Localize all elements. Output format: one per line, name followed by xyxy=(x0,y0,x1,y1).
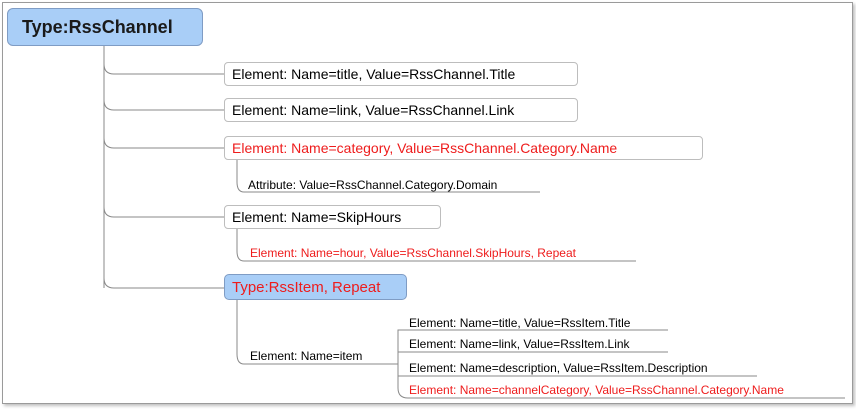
connector-attribute xyxy=(236,160,540,193)
element-title-node: Element: Name=title, Value=RssChannel.Ti… xyxy=(224,62,578,86)
item-title-node: Element: Name=title, Value=RssItem.Title xyxy=(409,315,630,331)
connector-title xyxy=(103,63,224,75)
connector-item-children xyxy=(397,329,668,364)
item-link-node: Element: Name=link, Value=RssItem.Link xyxy=(409,336,630,352)
item-channelcategory-label: Element: Name=channelCategory, Value=Rss… xyxy=(409,383,784,397)
element-hour-label: Element: Name=hour, Value=RssChannel.Ski… xyxy=(250,246,576,260)
rssitem-type-node: Type:RssItem, Repeat xyxy=(224,274,407,300)
item-description-node: Element: Name=description, Value=RssItem… xyxy=(409,360,708,376)
attribute-domain-node: Attribute: Value=RssChannel.Category.Dom… xyxy=(248,177,497,193)
element-link-label: Element: Name=link, Value=RssChannel.Lin… xyxy=(232,102,515,118)
attribute-domain-label: Attribute: Value=RssChannel.Category.Dom… xyxy=(248,178,498,192)
item-link-label: Element: Name=link, Value=RssItem.Link xyxy=(409,337,630,351)
item-channelcategory-node: Element: Name=channelCategory, Value=Rss… xyxy=(409,382,784,398)
element-hour-node: Element: Name=hour, Value=RssChannel.Ski… xyxy=(250,245,576,261)
item-title-label: Element: Name=title, Value=RssItem.Title xyxy=(409,316,631,330)
connector-category xyxy=(103,137,224,149)
element-category-node: Element: Name=category, Value=RssChannel… xyxy=(224,136,703,160)
rssitem-type-label: Type:RssItem, Repeat xyxy=(232,278,381,296)
connector-link xyxy=(103,99,224,111)
connector-skiphours xyxy=(103,206,224,218)
element-skiphours-node: Element: Name=SkipHours xyxy=(224,205,441,229)
connector-item xyxy=(236,300,398,365)
element-skiphours-label: Element: Name=SkipHours xyxy=(232,209,402,225)
item-description-label: Element: Name=description, Value=RssItem… xyxy=(409,361,708,375)
element-item-label: Element: Name=item xyxy=(250,349,363,363)
connector-hour xyxy=(236,229,636,262)
connector-rssitem xyxy=(103,277,224,289)
root-type-label: Type:RssChannel xyxy=(22,16,173,37)
element-title-label: Element: Name=title, Value=RssChannel.Ti… xyxy=(232,66,516,82)
element-category-label: Element: Name=category, Value=RssChannel… xyxy=(232,140,618,156)
element-link-node: Element: Name=link, Value=RssChannel.Lin… xyxy=(224,98,578,122)
root-type-node: Type:RssChannel xyxy=(7,8,203,46)
element-item-node: Element: Name=item xyxy=(250,348,362,364)
